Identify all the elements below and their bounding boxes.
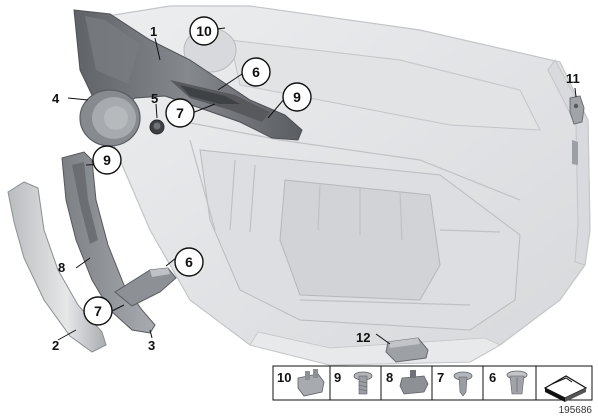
clip-icon	[399, 370, 429, 395]
legend-label-9: 9	[334, 370, 341, 385]
door-panel-lower-lip	[249, 331, 501, 366]
callout-4: 4	[52, 91, 60, 106]
clip-icon	[297, 369, 325, 397]
callout-1: 1	[150, 24, 157, 39]
screw-icon	[353, 371, 373, 395]
callout-7-low-circle	[83, 296, 113, 326]
part-3-handle-carrier	[61, 151, 177, 334]
part-11-clip	[569, 95, 585, 125]
callout-3: 3	[148, 338, 155, 353]
legend-label-8: 8	[386, 370, 393, 385]
callout-2: 2	[52, 338, 59, 353]
small-parts-legend: 10 9 8 7 6	[272, 365, 593, 402]
part-1-grab-trim	[73, 9, 303, 141]
callout-7-top: 7	[176, 105, 184, 121]
callout-10-circle	[189, 16, 219, 46]
door-panel-pocket	[279, 179, 441, 301]
callout-6-top: 6	[252, 64, 260, 80]
callout-9-top-circle	[282, 82, 312, 112]
callout-9-left: 9	[103, 152, 111, 168]
legend-label-10: 10	[277, 370, 291, 385]
part-symbol-icon	[543, 375, 588, 402]
callout-11: 11	[566, 71, 580, 86]
reference-number: 195686	[559, 405, 593, 416]
legend-label-6: 6	[489, 370, 496, 385]
expanding-nut-icon	[506, 370, 528, 395]
screw-icon	[453, 371, 473, 397]
legend-label-7: 7	[437, 370, 444, 385]
callout-6-top-circle	[241, 57, 271, 87]
door-panel-armrest-channel	[229, 39, 541, 131]
callout-5: 5	[151, 91, 158, 106]
door-panel-slot	[572, 140, 578, 165]
callout-9-left-circle	[92, 145, 122, 175]
part-2-decor-strip	[7, 181, 107, 353]
callout-8: 8	[58, 260, 65, 275]
callout-7-low: 7	[94, 303, 102, 319]
callout-9-top: 9	[293, 89, 301, 105]
callout-6-low: 6	[185, 254, 193, 270]
callout-12: 12	[356, 330, 370, 345]
callouts: 1 10 6 7 9 4 5 11 9 8 6 7 2 3 12	[52, 16, 580, 353]
part-4-speaker-cover	[79, 89, 141, 147]
callout-10: 10	[196, 23, 212, 39]
door-panel-ribs	[174, 119, 521, 306]
part-5-button	[149, 119, 165, 135]
callout-7-top-circle	[165, 98, 195, 128]
part-12-clip	[385, 337, 429, 363]
callout-6-low-circle	[174, 247, 204, 277]
